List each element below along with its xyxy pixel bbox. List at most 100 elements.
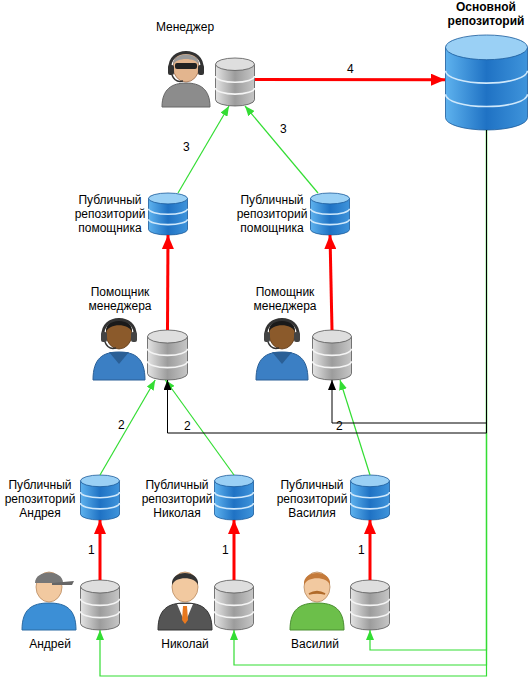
repository-cylinder — [310, 193, 350, 235]
cylinder-band — [311, 209, 350, 214]
hood — [109, 352, 129, 364]
cylinder-band — [351, 492, 390, 498]
person-head — [36, 572, 62, 602]
push-arrow — [245, 106, 318, 193]
repository-node: Помощник менеджера — [147, 330, 188, 380]
person-head — [172, 572, 198, 602]
push-arrow — [340, 380, 370, 475]
node-label: Василий — [285, 637, 345, 651]
cylinder-band — [149, 209, 188, 214]
headset-ear — [168, 65, 174, 75]
cylinder-band — [313, 349, 352, 355]
cylinder-band — [216, 76, 255, 82]
push-arrow — [369, 520, 372, 580]
push-arrow — [178, 106, 229, 193]
cylinder-band — [215, 503, 254, 509]
cylinder-band — [148, 349, 188, 356]
headset-ear — [294, 332, 300, 342]
cylinder-band — [446, 94, 528, 106]
push-arrow — [168, 130, 487, 433]
push-arrow — [166, 235, 170, 330]
node-label: Николай — [155, 637, 215, 651]
cap — [35, 573, 63, 584]
node-label: Помощник менеджера — [70, 285, 170, 313]
person-hair — [304, 573, 330, 585]
repository-node: Публичный репозиторий помощника — [310, 193, 350, 235]
cylinder-top — [215, 580, 254, 593]
cylinder-top — [148, 330, 188, 343]
assistant-icon — [256, 319, 308, 380]
cylinder-band — [351, 611, 390, 617]
cylinder-band — [81, 503, 120, 509]
headset-band — [170, 53, 202, 70]
step-number: 2 — [184, 419, 191, 433]
tie — [182, 606, 188, 624]
repository-node: Менеджер — [215, 58, 255, 106]
repository-cylinder — [214, 580, 254, 630]
person-body — [22, 603, 76, 630]
cylinder-top — [81, 580, 120, 593]
headset-mic — [172, 75, 183, 81]
repository-cylinder — [214, 475, 254, 520]
node-label: Публичный репозиторий Николая — [139, 478, 215, 520]
step-number: 1 — [358, 543, 365, 557]
step-number: 1 — [88, 543, 95, 557]
cylinder-band — [215, 599, 254, 605]
push-arrow — [330, 235, 332, 330]
cylinder-band — [81, 611, 120, 617]
person-body — [158, 603, 212, 630]
step-number: 2 — [336, 419, 343, 433]
cylinder-top — [351, 475, 390, 487]
headset-ear — [101, 332, 107, 342]
push-arrow — [99, 520, 102, 580]
node-label: Публичный репозиторий Андрея — [2, 478, 78, 520]
cylinder-band — [351, 599, 390, 605]
person-body — [162, 83, 210, 107]
repository-cylinder — [312, 330, 352, 380]
cylinder-band — [313, 361, 352, 367]
repository-cylinder — [147, 330, 188, 380]
cylinder-band — [148, 361, 188, 368]
cylinder-top — [313, 330, 352, 343]
push-arrow — [100, 130, 487, 676]
cylinder-top — [81, 475, 120, 487]
node-label: Основной репозиторий — [441, 0, 531, 28]
node-label: Помощник менеджера — [235, 285, 335, 313]
cylinder-top — [215, 475, 254, 487]
shirt — [177, 604, 193, 623]
push-arrow — [332, 130, 487, 423]
repository-cylinder — [80, 580, 120, 630]
repository-cylinder — [215, 58, 255, 106]
developer-icon — [290, 572, 344, 630]
repository-node: Василий — [350, 580, 390, 630]
cylinder-top — [351, 580, 390, 593]
headset-ear — [198, 65, 204, 75]
manager-icon — [162, 52, 210, 107]
push-arrow — [255, 78, 445, 81]
repository-cylinder — [350, 580, 390, 630]
repository-cylinder — [148, 193, 188, 235]
node-label: Менеджер — [135, 20, 235, 34]
repository-node: Основной репозиторий — [445, 35, 528, 130]
cylinder-band — [81, 492, 120, 498]
cylinder-band — [446, 71, 528, 83]
person-body — [93, 352, 145, 380]
repository-node: Публичный репозиторий помощника — [148, 193, 188, 235]
developer-icon — [22, 572, 76, 630]
repository-node: Помощник менеджера — [312, 330, 352, 380]
cylinder-top — [446, 35, 528, 60]
node-label: Андрей — [20, 637, 80, 651]
cylinder-band — [311, 219, 350, 224]
step-number: 2 — [118, 418, 125, 432]
cylinder-band — [149, 219, 188, 224]
node-label: Публичный репозиторий помощника — [232, 193, 312, 235]
repository-node: Николай — [214, 580, 254, 630]
repository-node: Публичный репозиторий Василия — [350, 475, 390, 520]
repository-cylinder — [80, 475, 120, 520]
hood — [272, 352, 292, 364]
step-number: 3 — [183, 140, 190, 154]
cylinder-band — [216, 88, 255, 94]
cylinder-top — [311, 193, 350, 204]
cylinder-top — [216, 58, 255, 70]
